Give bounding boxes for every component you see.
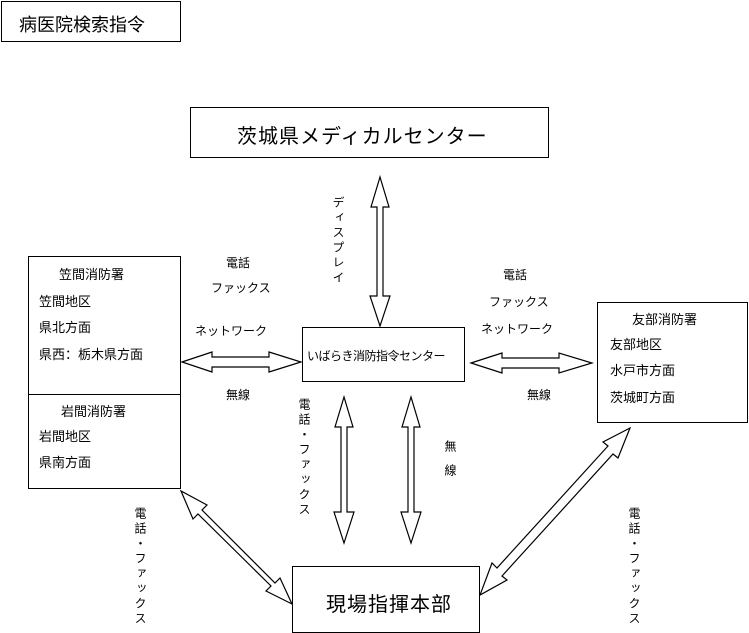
page-title: 病医院検索指令 bbox=[19, 15, 145, 36]
center-radio-double-arrow bbox=[400, 394, 422, 545]
tomobe-station-name: 友部消防署 bbox=[632, 313, 698, 328]
title-box: 病医院検索指令 bbox=[1, 1, 181, 42]
tomobe-station-box: 友部消防署 友部地区 水戸市方面 茨城町方面 bbox=[597, 302, 748, 423]
tomobe-area-2: 水戸市方面 bbox=[610, 364, 676, 379]
display-double-arrow bbox=[369, 174, 391, 328]
left-phone-label: 電話 bbox=[226, 256, 251, 270]
iwama-area-1: 岩間地区 bbox=[39, 430, 92, 445]
right-fax-label: ファックス bbox=[489, 295, 549, 309]
center-phone-fax-double-arrow bbox=[333, 394, 355, 545]
dispatch-center-label: いばらき消防指令センター bbox=[307, 349, 446, 363]
iwama-station-name: 岩間消防署 bbox=[61, 405, 127, 420]
lower-right-phone-fax-label: 電話・ファックス bbox=[627, 507, 641, 627]
left-double-arrow bbox=[180, 351, 304, 373]
left-network-label: ネットワーク bbox=[195, 324, 268, 338]
tomobe-area-1: 友部地区 bbox=[610, 338, 663, 353]
center-phone-fax-label: 電話・ファックス bbox=[297, 398, 311, 518]
left-fax-label: ファックス bbox=[211, 281, 271, 295]
medical-center-box: 茨城県メディカルセンター bbox=[190, 107, 549, 158]
kasama-station-name: 笠間消防署 bbox=[59, 268, 125, 283]
dispatch-center-box: いばらき消防指令センター bbox=[302, 327, 465, 382]
tomobe-area-3: 茨城町方面 bbox=[610, 391, 676, 406]
right-radio-label: 無線 bbox=[527, 388, 552, 402]
right-phone-label: 電話 bbox=[503, 268, 528, 282]
field-hq-label: 現場指揮本部 bbox=[326, 592, 452, 616]
lower-left-double-arrow bbox=[179, 489, 294, 606]
iwama-station-box: 岩間消防署 岩間地区 県南方面 bbox=[28, 394, 181, 489]
lower-left-phone-fax-label: 電話・ファックス bbox=[133, 507, 147, 627]
iwama-area-2: 県南方面 bbox=[39, 456, 92, 471]
display-link-label: ディスプレイ bbox=[331, 196, 345, 286]
lower-right-double-arrow bbox=[478, 426, 632, 597]
right-double-arrow bbox=[469, 352, 595, 374]
kasama-area-2: 県北方面 bbox=[39, 321, 92, 336]
kasama-area-1: 笠間地区 bbox=[39, 295, 92, 310]
kasama-area-3: 県西：栃木県方面 bbox=[39, 348, 144, 363]
medical-center-label: 茨城県メディカルセンター bbox=[237, 124, 488, 148]
field-hq-box: 現場指揮本部 bbox=[292, 566, 480, 633]
center-radio-label: 無線 bbox=[443, 440, 457, 488]
right-network-label: ネットワーク bbox=[481, 322, 554, 336]
left-radio-label: 無線 bbox=[226, 388, 251, 402]
